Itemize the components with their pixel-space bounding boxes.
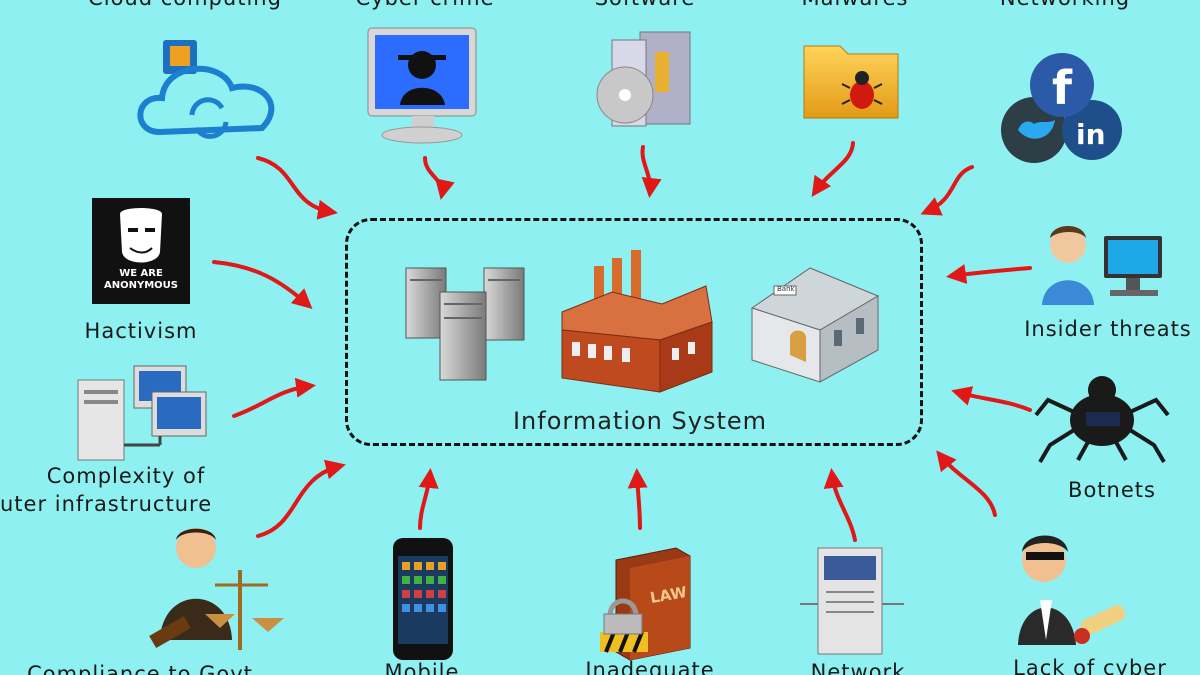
law-book-lock-icon [600, 547, 691, 661]
label-compliance: Compliance to Govt [27, 662, 253, 675]
label-complexity-line2: uter infrastructure [0, 492, 213, 516]
arrow-botnets [951, 386, 1032, 412]
factory-icon [561, 250, 713, 393]
label-cyber-crime: Cyber crime [355, 0, 494, 9]
label-botnets: Botnets [1068, 478, 1156, 502]
label-malwares: Malwares [802, 0, 909, 9]
arrow-cyber-crime [423, 156, 455, 200]
social-networks-icon: f in [1001, 53, 1122, 163]
mobile-phone-icon [393, 538, 453, 660]
security-agent-icon [1018, 535, 1126, 645]
label-insider-threats: Insider threats [1024, 317, 1192, 341]
software-box-icon [596, 31, 691, 127]
botnet-spider-icon [1034, 376, 1170, 464]
svg-text:in: in [1076, 118, 1106, 151]
arrow-mobile [418, 468, 439, 530]
label-complexity-line1: Complexity of [46, 464, 206, 488]
svg-text:f: f [1052, 61, 1073, 115]
label-hactivism: Hactivism [84, 319, 198, 343]
infected-folder-icon [803, 45, 899, 119]
arrow-cloud [256, 156, 338, 220]
arrow-hactivism [212, 260, 313, 309]
label-network: Network [810, 660, 906, 675]
bank-icon-text: Bank [777, 285, 795, 293]
insider-user-icon [1042, 226, 1162, 305]
anonymous-mask-icon [92, 198, 190, 304]
arrow-networking [920, 165, 974, 216]
arrow-software [640, 145, 662, 198]
label-mobile: Mobile [384, 660, 460, 675]
network-server-icon [800, 547, 904, 655]
label-lack-of-cyber: Lack of cyber [1013, 656, 1167, 675]
information-system-box [345, 218, 923, 446]
label-cloud-computing: Cloud computing [88, 0, 282, 9]
arrow-lack-cyber [936, 450, 997, 517]
networked-computers-icon [77, 365, 207, 461]
bank-building-icon [750, 267, 880, 383]
monitor-hacker-icon [367, 27, 477, 144]
arrow-complexity [232, 377, 316, 418]
arrow-insider [946, 264, 1032, 284]
arrow-network [823, 468, 857, 542]
judge-scales-icon [149, 528, 284, 650]
servers-icon [405, 267, 525, 381]
anonymous-icon-text: WE ARE ANONYMOUS [104, 268, 178, 291]
arrow-inadequate [627, 468, 648, 530]
arrow-compliance [256, 459, 346, 538]
cloud-computing-icon [137, 40, 275, 139]
label-networking: Networking [1000, 0, 1130, 9]
label-software: Software [595, 0, 696, 9]
label-inadequate: Inadequate [585, 658, 715, 675]
arrow-malwares [811, 141, 855, 197]
information-system-label: Information System [512, 407, 768, 435]
